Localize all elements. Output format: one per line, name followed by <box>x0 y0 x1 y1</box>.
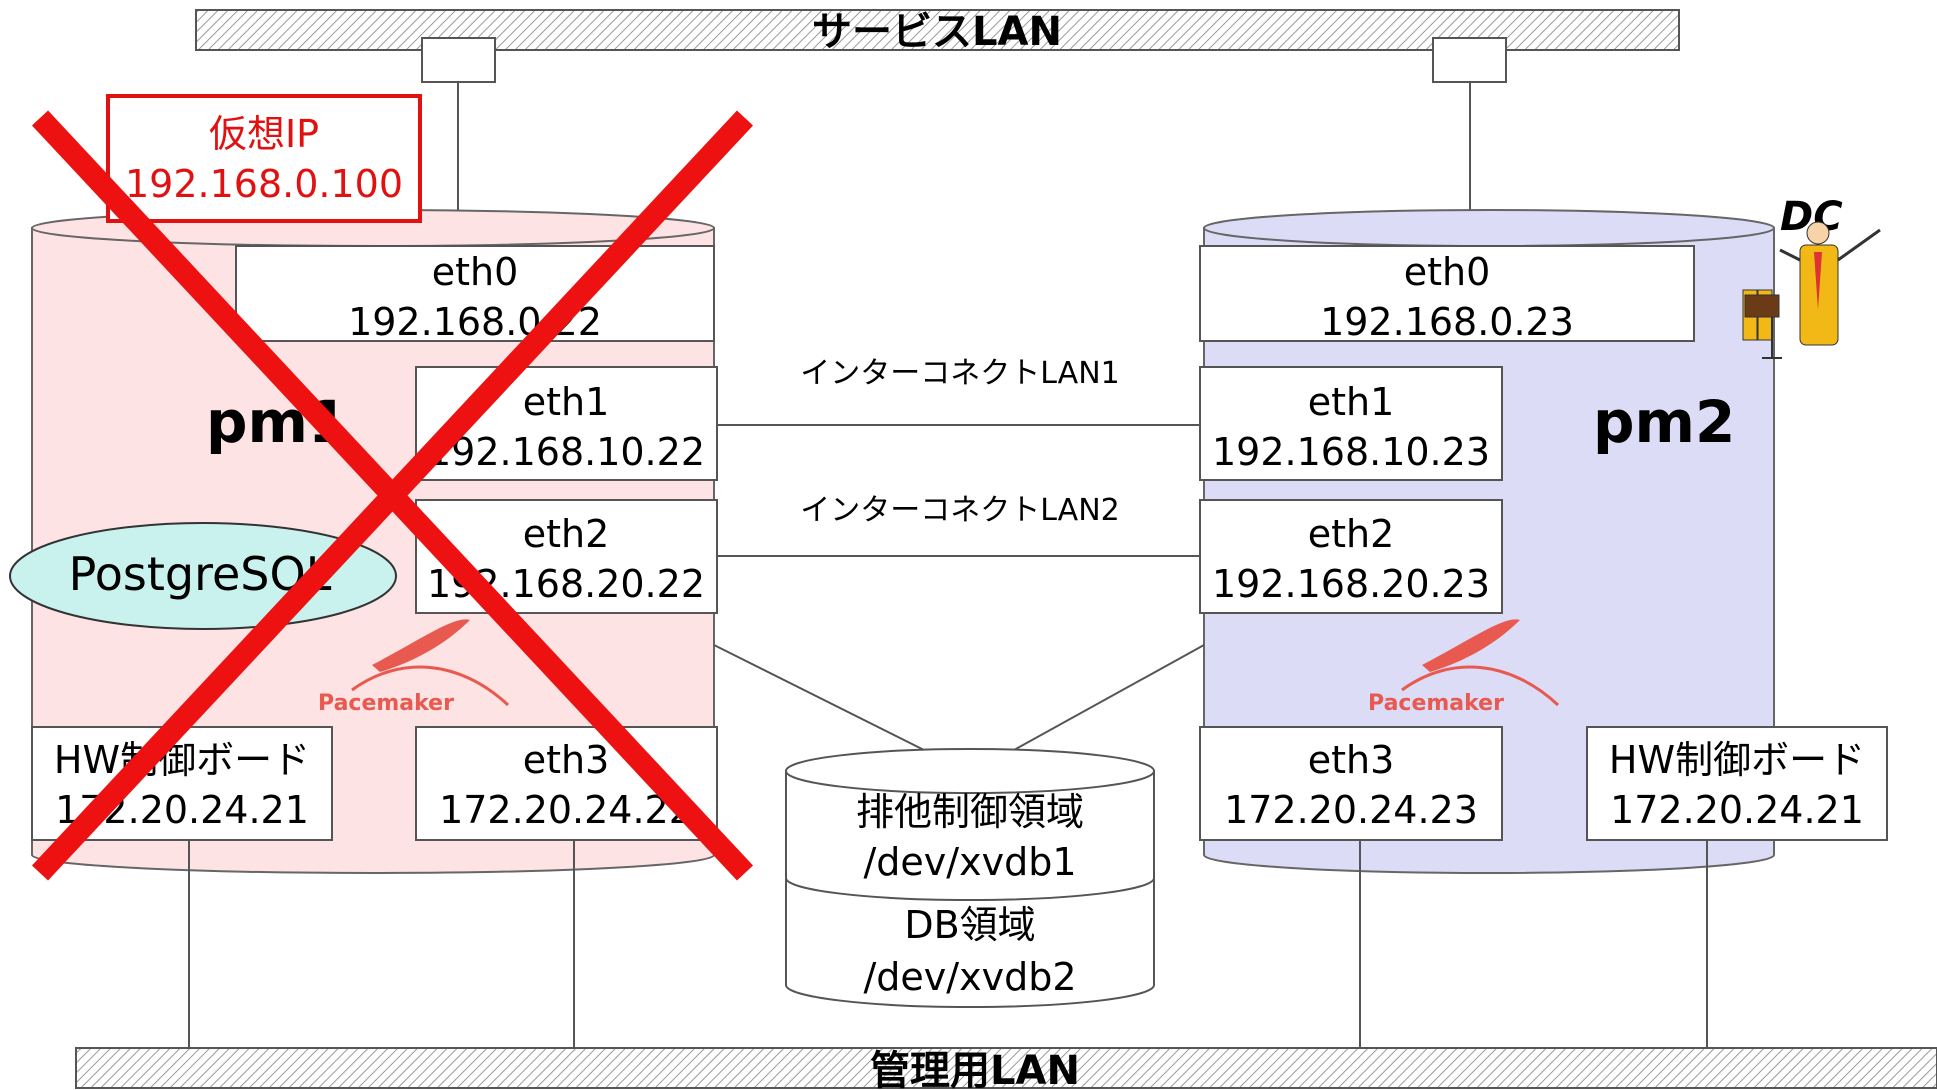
pm2-eth0-label: eth0 <box>1404 250 1491 294</box>
pm2-eth0-ip: 192.168.0.23 <box>1320 300 1574 344</box>
shared-storage <box>785 748 1155 1008</box>
conductor-icon <box>1742 221 1881 359</box>
pm1-eth3-label: eth3 <box>523 738 610 782</box>
pm2-eth2-ip: 192.168.20.23 <box>1212 562 1490 606</box>
pm1-eth0-box <box>235 245 715 342</box>
pm1-eth1-label: eth1 <box>523 380 610 424</box>
pm1-eth0-label: eth0 <box>432 250 519 294</box>
pm2-pacemaker-logo: Pacemaker <box>1368 619 1560 716</box>
pm1-pacemaker-logo: Pacemaker <box>318 619 510 716</box>
svg-text:Pacemaker: Pacemaker <box>1368 691 1504 716</box>
pm2-eth1-label: eth1 <box>1308 380 1395 424</box>
svg-text:Pacemaker: Pacemaker <box>318 691 454 716</box>
pm1-hw-label: HW制御ボード <box>54 738 310 782</box>
pm1-eth1-ip: 192.168.10.22 <box>427 430 705 474</box>
pm2-eth3-label: eth3 <box>1308 738 1395 782</box>
pm1-failure-cross-icon <box>31 110 754 881</box>
pm2-eth1-box <box>1199 366 1503 481</box>
pm2-eth0-box <box>1199 245 1695 342</box>
pm2-hw-box <box>1586 726 1888 841</box>
pm2-eth3-box <box>1199 726 1503 841</box>
pm1-eth3-ip: 172.20.24.22 <box>439 788 693 832</box>
pm2-hw-ip: 172.20.24.21 <box>1610 788 1864 832</box>
pm2-eth3-ip: 172.20.24.23 <box>1224 788 1478 832</box>
storage-area2-device: /dev/xvdb2 <box>864 955 1077 999</box>
storage-area2-label: DB領域 <box>904 903 1035 947</box>
vip-address: 192.168.0.100 <box>125 162 403 206</box>
pm1-eth2-label: eth2 <box>523 512 610 556</box>
mgmt-lan-bar <box>75 1047 1937 1089</box>
pm2-eth2-box <box>1199 499 1503 614</box>
pm1-eth3-box <box>415 726 718 841</box>
pm2-hw-label: HW制御ボード <box>1609 738 1865 782</box>
interconnect-lan2-label: インターコネクトLAN2 <box>800 493 1119 528</box>
service-lan-port-pm1 <box>421 37 496 83</box>
pm1-eth2-box <box>415 499 718 614</box>
interconnect-lan1-label: インターコネクトLAN1 <box>800 356 1119 391</box>
pm2-name: pm2 <box>1593 388 1735 456</box>
pm2-eth1-ip: 192.168.10.23 <box>1212 430 1490 474</box>
service-lan-port-pm2 <box>1432 37 1507 83</box>
mgmt-lan-label: 管理用LAN <box>870 1048 1080 1090</box>
storage-area1-device: /dev/xvdb1 <box>864 840 1077 884</box>
pm2-eth2-label: eth2 <box>1308 512 1395 556</box>
storage-area1-label: 排他制御領域 <box>856 790 1084 834</box>
vip-box <box>106 94 422 223</box>
pm1-eth1-box <box>415 366 718 481</box>
service-lan-label: サービスLAN <box>812 9 1062 55</box>
vip-label: 仮想IP <box>209 112 319 156</box>
